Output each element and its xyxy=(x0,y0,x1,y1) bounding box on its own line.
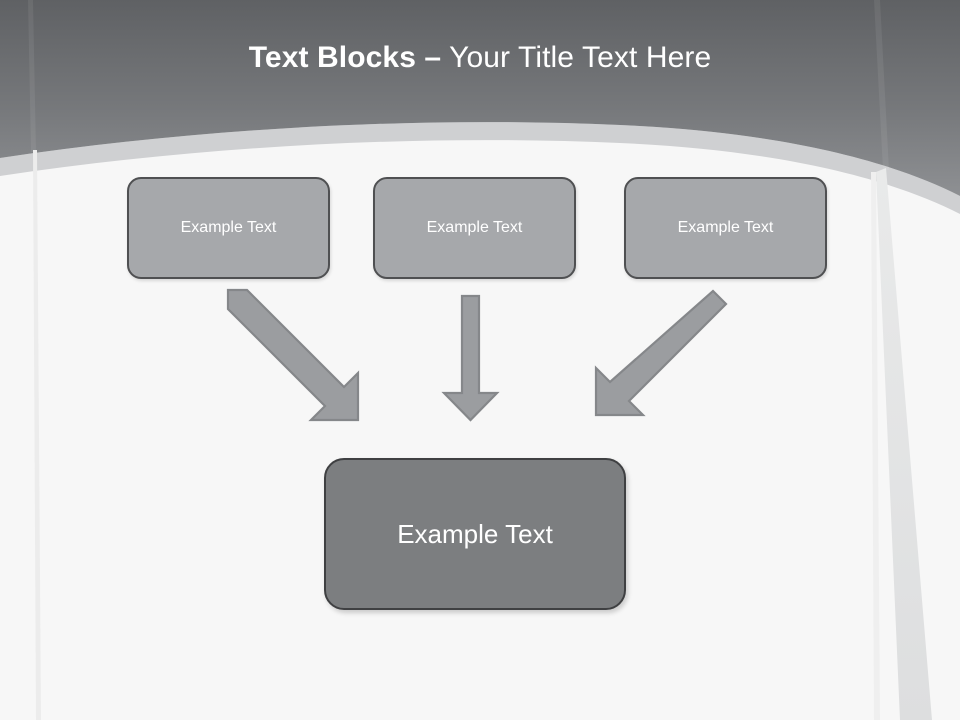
arrow-middle-vertical xyxy=(441,294,500,422)
header-streak-highlight xyxy=(874,0,889,170)
flow-box-top-3[interactable]: Example Text xyxy=(624,177,827,279)
right-accent-line xyxy=(871,172,880,720)
flow-box-top-2-label: Example Text xyxy=(426,219,523,236)
left-accent-line xyxy=(33,150,41,720)
flow-box-top-1-label: Example Text xyxy=(180,219,277,236)
header-arc-band xyxy=(0,122,960,214)
header-left-highlight xyxy=(28,0,36,152)
flow-box-bottom[interactable]: Example Text xyxy=(324,458,626,610)
flow-box-top-2[interactable]: Example Text xyxy=(373,177,576,279)
header-band xyxy=(0,0,960,196)
flow-box-top-1[interactable]: Example Text xyxy=(127,177,330,279)
arrow-left-diagonal xyxy=(226,288,360,422)
flow-box-top-3-label: Example Text xyxy=(677,219,774,236)
right-accent-streak xyxy=(876,168,932,720)
arrow-right-diagonal xyxy=(594,289,728,417)
flow-box-bottom-label: Example Text xyxy=(397,518,553,549)
